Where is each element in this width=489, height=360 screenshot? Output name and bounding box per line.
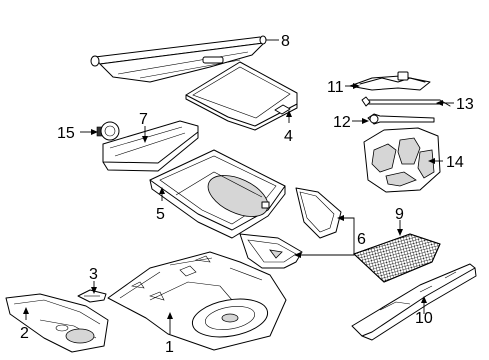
callout-11: 11 bbox=[327, 79, 344, 96]
cargo-net: 9 bbox=[353, 206, 441, 283]
floor-pan: 1 bbox=[107, 251, 287, 356]
callout-12: 12 bbox=[333, 114, 351, 131]
rear-trim-panel: 7 bbox=[102, 111, 199, 172]
side-storage-bins: 6 bbox=[239, 187, 366, 269]
callout-9: 9 bbox=[395, 206, 404, 223]
jack-handle: 13 bbox=[361, 96, 474, 113]
callout-15: 15 bbox=[57, 125, 75, 142]
tie-down-knob: 15 bbox=[57, 121, 120, 142]
callout-6: 6 bbox=[357, 231, 366, 248]
callout-5: 5 bbox=[156, 206, 165, 223]
callout-13: 13 bbox=[456, 96, 474, 113]
rear-floor-panel: 2 bbox=[5, 293, 109, 353]
callout-4: 4 bbox=[284, 128, 293, 145]
callout-7: 7 bbox=[139, 111, 148, 128]
cargo-cover-roller: 8 bbox=[90, 33, 290, 83]
lug-wrench: 12 bbox=[333, 113, 435, 131]
cargo-storage-tray: 5 bbox=[149, 149, 286, 239]
scissor-jack: 11 bbox=[327, 71, 431, 96]
callout-2: 2 bbox=[20, 325, 29, 342]
callout-8: 8 bbox=[281, 33, 290, 50]
callout-3: 3 bbox=[89, 266, 98, 283]
rear-sill-plate: 10 bbox=[351, 263, 477, 341]
load-floor-panel: 4 bbox=[185, 61, 298, 145]
callout-14: 14 bbox=[446, 154, 464, 171]
tool-storage-organizer: 14 bbox=[363, 127, 464, 193]
callout-10: 10 bbox=[415, 310, 433, 327]
callout-1: 1 bbox=[165, 339, 174, 356]
mounting-bracket: 3 bbox=[77, 266, 107, 303]
